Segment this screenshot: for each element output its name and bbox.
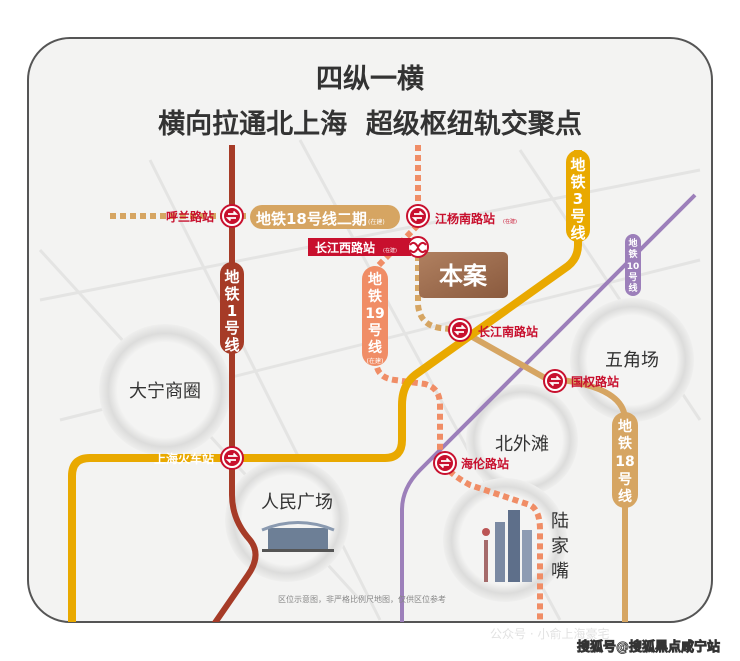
line-3-label-char: 线 [570, 224, 585, 242]
district-wujiaochang-label: 五角场 [605, 350, 659, 371]
district-circle-beiwaitan [466, 384, 578, 496]
line-3-label-char: 3 [573, 190, 583, 208]
district-daning-label: 大宁商圈 [129, 381, 201, 402]
line-18-label-char: 铁 [618, 435, 632, 452]
station-jiangyangnan-label[interactable]: 江杨南路站 [435, 211, 495, 226]
line-1-label-char: 线 [224, 336, 239, 354]
shanghai-metro-logo-icon[interactable] [407, 236, 429, 258]
station-changjiangnan-transfer-icon[interactable] [448, 318, 472, 342]
line-18-label-char: 线 [618, 488, 632, 505]
line-3-track [68, 150, 582, 622]
district-renmin-label: 人民广场 [261, 492, 333, 513]
district-circle-daning [99, 324, 231, 456]
line-3-label-char: 铁 [570, 173, 585, 191]
line-1-label-char: 地 [224, 268, 239, 286]
line-19-label-char: 地 [368, 271, 382, 288]
station-jiangyangnan-note: (在建) [503, 218, 517, 225]
station-changjiangxi-label[interactable]: 长江西路站 [315, 240, 375, 255]
station-shanghai-railway-transfer-icon[interactable] [220, 446, 244, 470]
line-18-label-pill [612, 412, 638, 508]
line-10-label: 地 铁 10 号 线 [627, 237, 640, 294]
project-label: 本案 [439, 262, 488, 290]
station-hulan-label[interactable]: 呼兰路站 [166, 209, 214, 224]
line-1-track [207, 145, 259, 622]
line-19-label-char: 19 [365, 306, 384, 322]
renmin-building-illustration [261, 521, 335, 552]
line-1-label-char: 号 [224, 319, 239, 337]
line-18-phase2-label: 地铁18号线二期 [256, 210, 367, 228]
district-lujiazui-label-char: 陆 [551, 511, 569, 532]
line-3-label-char: 号 [570, 207, 585, 225]
station-changjiangnan-label[interactable]: 长江南路站 [478, 324, 538, 339]
station-hailun-label[interactable]: 海伦路站 [461, 456, 509, 471]
line-10-track [400, 193, 697, 622]
line-19-label-pill [362, 266, 388, 366]
line-10-label-char: 号 [628, 272, 637, 283]
line-18-label-char: 号 [618, 472, 632, 488]
station-shanghai-railway-label[interactable]: 上海火车站 [154, 451, 214, 466]
station-hailun-transfer-icon[interactable] [433, 451, 457, 475]
line-19-note: (在建) [367, 357, 384, 365]
line-19-label-char: 线 [368, 339, 382, 356]
line-10-label-char: 地 [628, 237, 637, 249]
station-hulan-transfer-icon[interactable] [220, 204, 244, 228]
line-19-label-char: 铁 [368, 288, 382, 305]
district-lujiazui-label-char: 家 [551, 536, 569, 557]
line-1-label-char: 铁 [224, 285, 239, 303]
line-1-label-char: 1 [227, 302, 237, 320]
line-3-label: 地 铁 3 号 线 [570, 156, 585, 242]
line-3-label-char: 地 [570, 156, 585, 174]
station-guoquan-label[interactable]: 国权路站 [571, 374, 619, 389]
station-changjiangxi-banner [308, 238, 411, 256]
lujiazui-skyline-illustration [482, 510, 532, 582]
line-3-label-pill [566, 150, 590, 242]
line-18-phase2-label-pill [250, 205, 400, 229]
line-18-label-char: 地 [618, 418, 632, 435]
project-marker [419, 252, 508, 298]
district-circle-renmin [225, 458, 349, 582]
line-18-phase2-note: (在建) [368, 218, 385, 226]
watermark-wechat: 公众号 · 小俞上海豪宅 [490, 626, 609, 641]
line-10-label-char: 线 [628, 282, 637, 294]
line-18-label: 地 铁 18 号 线 [615, 418, 634, 505]
line-10-label-char: 10 [627, 262, 640, 272]
line-19-track [373, 145, 543, 622]
line-1-label-pill [220, 262, 244, 354]
station-jiangyangnan-transfer-icon[interactable] [406, 204, 430, 228]
line-1-label: 地 铁 1 号 线 [224, 268, 239, 354]
disclaimer: 区位示意图，非严格比例尺地图，仅供区位参考 [278, 594, 446, 604]
line-19-label: 地 铁 19 号 线 [365, 271, 384, 356]
line-18-phase2-dashed [415, 245, 461, 333]
line-10-label-pill [625, 234, 641, 296]
station-guoquan-transfer-icon[interactable] [543, 369, 567, 393]
watermark-sohu: 搜狐号@搜狐黑点咸宁站 [577, 639, 720, 655]
line-10-label-char: 铁 [628, 248, 637, 260]
line-19-label-char: 号 [368, 323, 382, 339]
district-beiwaitan-label: 北外滩 [495, 434, 549, 455]
title-line1: 四纵一横 [316, 64, 424, 95]
station-changjiangxi-note: (在建) [383, 247, 397, 254]
line-18-label-char: 18 [615, 454, 634, 470]
title-line2: 横向拉通北上海 超级枢纽轨交聚点 [158, 108, 582, 140]
district-lujiazui-label-char: 嘴 [551, 561, 569, 582]
